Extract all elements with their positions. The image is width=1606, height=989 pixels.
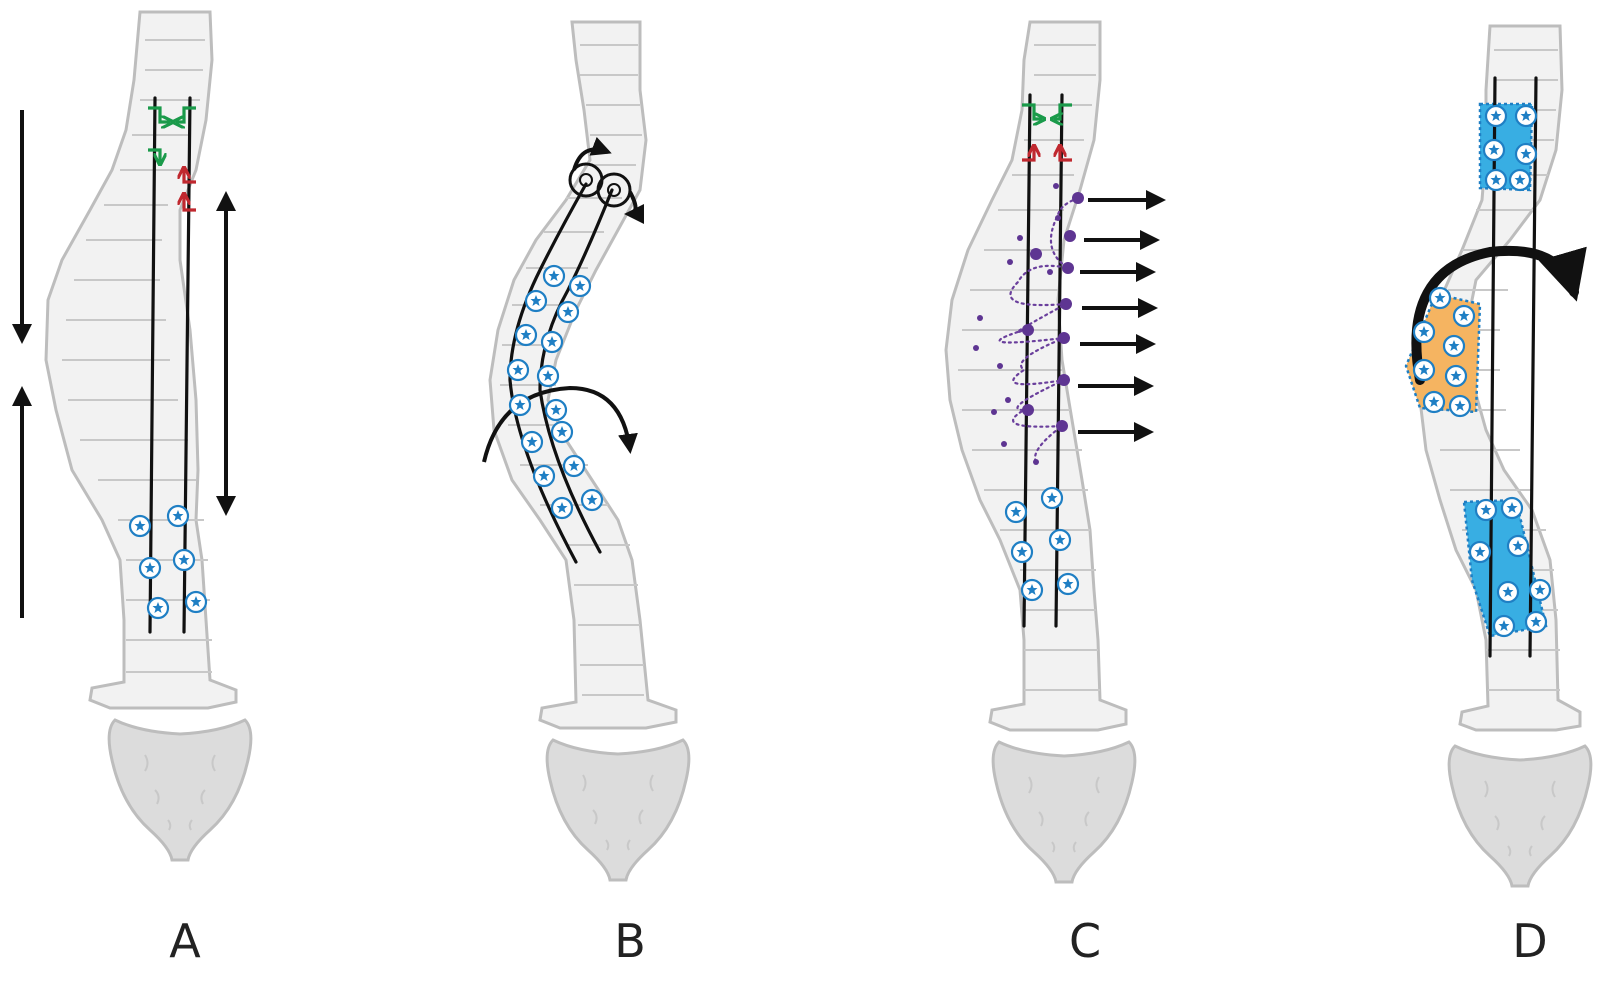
panel-label-a: A xyxy=(145,918,225,964)
panel-a xyxy=(22,12,251,860)
panel-label-d: D xyxy=(1490,918,1570,964)
spine-c xyxy=(946,22,1126,730)
panel-label-c: C xyxy=(1045,918,1125,964)
panel-b xyxy=(484,22,689,880)
panel-label-b: B xyxy=(590,918,670,964)
panel-c xyxy=(946,22,1162,882)
panel-d xyxy=(1406,26,1591,886)
